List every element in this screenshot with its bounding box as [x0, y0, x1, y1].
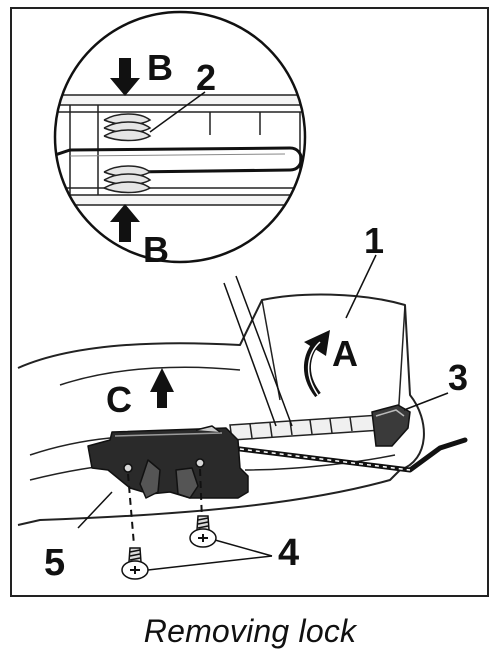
- lid-body: [17, 293, 425, 526]
- label-part-1: 1: [364, 220, 384, 261]
- arrow-b-down: [110, 58, 140, 96]
- label-part-2: 2: [196, 57, 216, 98]
- leader-lines: [77, 254, 449, 571]
- label-part-5: 5: [44, 542, 65, 584]
- screw-left: [121, 547, 149, 580]
- screw-right: [189, 515, 217, 548]
- arrow-b-up: [110, 204, 140, 242]
- label-part-3: 3: [448, 357, 468, 398]
- arrow-a-rotation: [303, 330, 330, 398]
- label-part-4: 4: [278, 532, 299, 574]
- detail-magnifier: [53, 10, 307, 264]
- label-c: C: [106, 379, 132, 420]
- clip-part-3: [371, 404, 411, 447]
- label-b-bottom: B: [143, 229, 169, 270]
- figure-caption: Removing lock: [143, 613, 357, 649]
- screw-axis-lines: [127, 468, 203, 546]
- release-cable: [229, 437, 468, 473]
- label-b-top: B: [147, 47, 173, 88]
- label-a: A: [332, 333, 358, 374]
- arrow-c-up: [150, 368, 174, 408]
